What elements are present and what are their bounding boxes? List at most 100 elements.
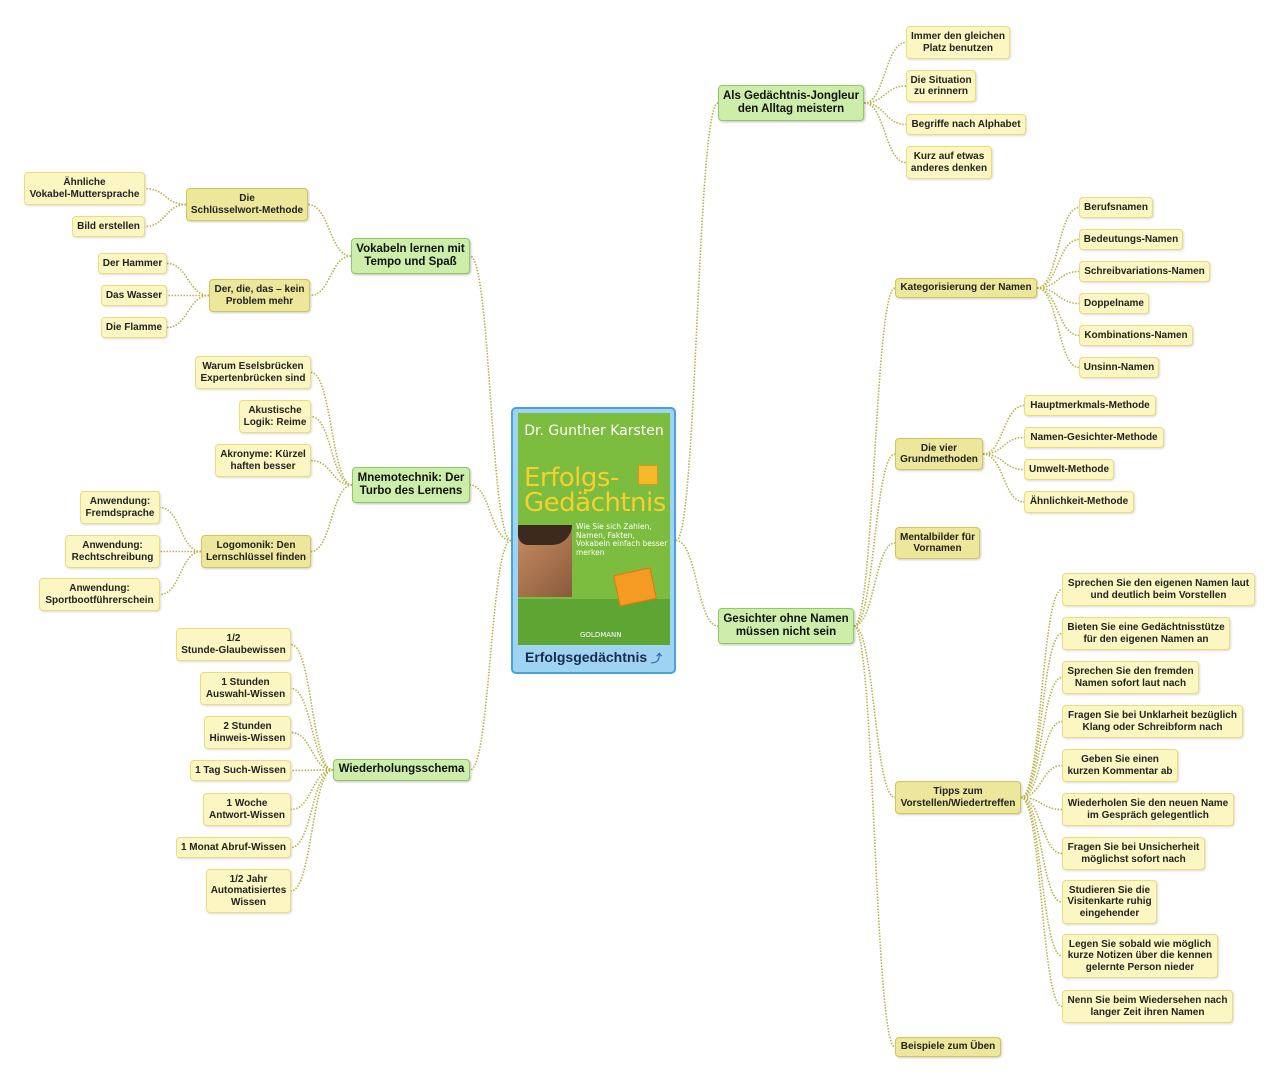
connector-tipp-6 <box>1020 796 1063 811</box>
connector-tipp-2 <box>1020 632 1063 799</box>
connector-leaf-1-stunde <box>290 687 334 771</box>
sub-beispiele[interactable]: Beispiele zum Üben <box>895 1037 1001 1057</box>
connector-leaf-2-stunden <box>290 731 334 771</box>
leaf-bedeutungs-namen[interactable]: Bedeutungs-Namen <box>1079 229 1183 250</box>
connector-leaf-halbes-jahr <box>290 769 334 892</box>
leaf-aehnlichkeit[interactable]: Ähnlichkeit-Methode <box>1024 491 1134 513</box>
connector-leaf-1-tag <box>290 769 334 772</box>
leaf-unsinn[interactable]: Unsinn-Namen <box>1079 357 1159 378</box>
connector-tipp-8 <box>1020 796 1063 903</box>
leaf-fremdsprache[interactable]: Anwendung:Fremdsprache <box>80 491 160 524</box>
connector-leaf-anderes-denken <box>863 102 907 164</box>
leaf-bild-erstellen[interactable]: Bild erstellen <box>72 216 145 237</box>
leaf-schreibvariations[interactable]: Schreibvariations-Namen <box>1079 261 1210 282</box>
connector-leaf-situation <box>863 85 907 104</box>
connector-wiederholung <box>469 539 512 771</box>
leaf-namen-gesichter[interactable]: Namen-Gesichter-Methode <box>1024 427 1164 448</box>
connector-sub-logomonik <box>310 484 353 553</box>
connector-leaf-alphabet <box>863 102 907 126</box>
leaf-hammer[interactable]: Der Hammer <box>98 253 167 274</box>
connector-leaf-hammer <box>166 262 210 297</box>
leaf-wasser[interactable]: Das Wasser <box>101 285 167 306</box>
connector-sub-kategorisierung <box>853 287 896 627</box>
connector-tipp-9 <box>1020 796 1063 957</box>
connector-leaf-aehnliche-vokabel <box>144 187 187 206</box>
connector-tipp-4 <box>1020 720 1063 799</box>
book-cover-image: Dr. Gunther Karsten Erfolgs- Gedächtnis … <box>518 413 670 645</box>
leaf-alphabet[interactable]: Begriffe nach Alphabet <box>906 114 1026 135</box>
sub-kategorisierung[interactable]: Kategorisierung der Namen <box>895 278 1037 298</box>
connector-leaf-flamme <box>166 294 210 329</box>
connector-leaf-schreibvariations <box>1036 270 1080 289</box>
connector-leaf-sportboot <box>159 550 202 596</box>
central-topic[interactable]: Dr. Gunther Karsten Erfolgs- Gedächtnis … <box>511 407 676 674</box>
connector-tipp-7 <box>1020 796 1063 855</box>
leaf-umwelt[interactable]: Umwelt-Methode <box>1024 459 1114 480</box>
leaf-1-monat[interactable]: 1 Monat Abruf-Wissen <box>176 837 291 858</box>
cover-subtitle: Wie Sie sich Zahlen, Namen, Fakten, Voka… <box>576 522 668 557</box>
connector-leaf-aehnlichkeit <box>982 453 1025 503</box>
connector-leaf-halbe-stunde <box>290 643 334 771</box>
connector-leaf-umwelt <box>982 453 1025 471</box>
connector-mnemotechnik <box>469 484 512 542</box>
cover-author: Dr. Gunther Karsten <box>524 423 664 439</box>
leaf-flamme[interactable]: Die Flamme <box>101 317 167 338</box>
connector-leaf-hauptmerkmals <box>982 404 1025 455</box>
leaf-hauptmerkmals[interactable]: Hauptmerkmals-Methode <box>1024 395 1156 416</box>
leaf-rechtschreibung[interactable]: Anwendung:Rechtschreibung <box>65 535 160 568</box>
connector-sub-tipps <box>853 625 896 799</box>
connector-sub-beispiele <box>853 625 896 1048</box>
link-icon[interactable]: ⤴ <box>651 653 663 665</box>
leaf-doppelname[interactable]: Doppelname <box>1079 293 1149 314</box>
cover-portrait-hair <box>518 525 572 545</box>
central-topic-text: Erfolgsgedächtnis <box>524 649 648 665</box>
leaf-berufsnamen[interactable]: Berufsnamen <box>1079 197 1153 218</box>
connector-sub-grundmethoden <box>853 453 896 627</box>
connector-sub-mentalbilder <box>853 542 896 627</box>
cover-title-line2: Gedächtnis <box>524 488 666 518</box>
connector-leaf-gleichen-platz <box>863 41 907 104</box>
cover-cube-graphic <box>638 465 658 485</box>
connector-tipp-10 <box>1020 796 1063 1008</box>
connector-schluesselwort <box>307 203 352 257</box>
connector-alltag <box>675 102 719 542</box>
leaf-1-tag[interactable]: 1 Tag Such-Wissen <box>190 760 291 781</box>
leaf-sportboot[interactable]: Anwendung:Sportbootführerschein <box>39 578 160 611</box>
leaf-kombinations[interactable]: Kombinations-Namen <box>1079 325 1193 346</box>
connector-leaf-unsinn <box>1036 287 1080 369</box>
cover-publisher: GOLDMANN <box>580 631 622 639</box>
branch-wiederholung[interactable]: Wiederholungsschema <box>333 759 470 781</box>
